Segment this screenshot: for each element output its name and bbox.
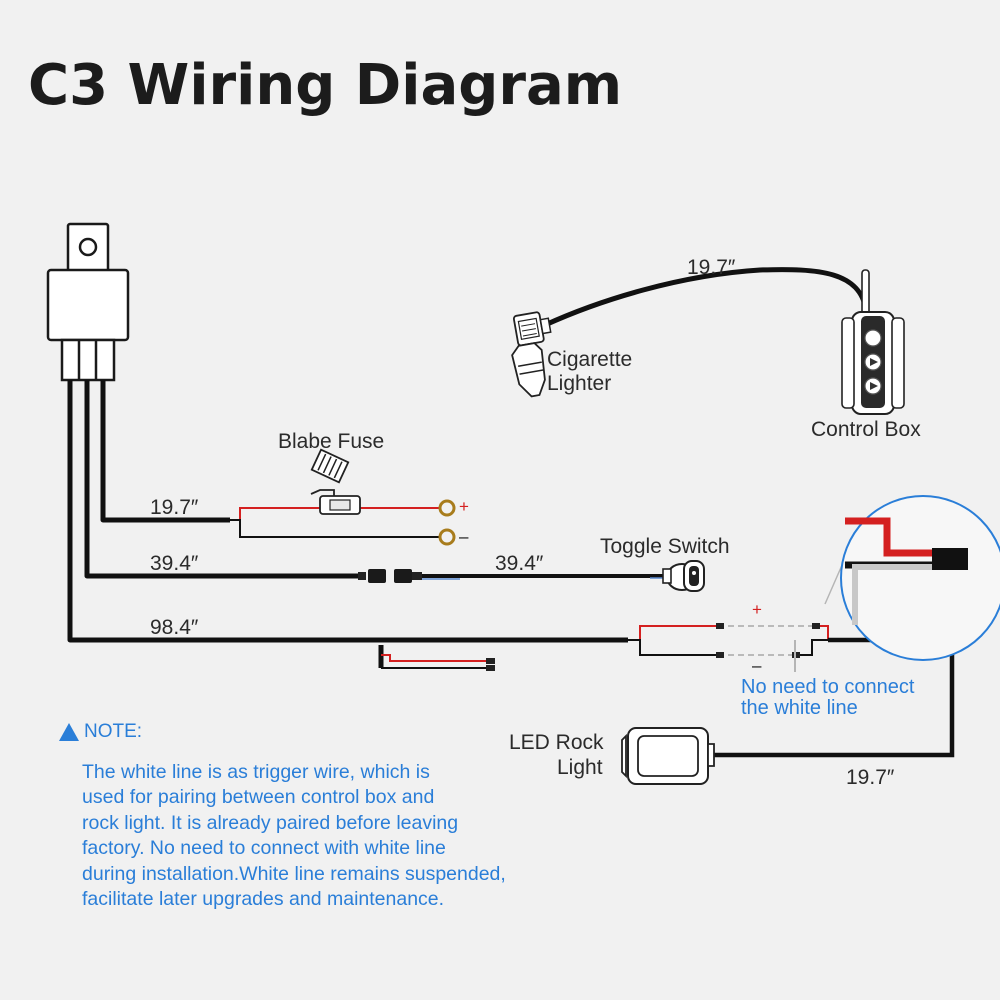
- cigarette-lighter-label-2: Lighter: [547, 372, 611, 395]
- rock-light-cable-length: 19.7″: [846, 766, 895, 789]
- control-box: [841, 269, 905, 415]
- note-line: factory. No need to connect with white l…: [82, 837, 446, 860]
- antenna: [861, 269, 870, 316]
- inline-connector-male: [368, 569, 386, 583]
- no-connect-note-2: the white line: [741, 697, 858, 719]
- main-plus-sign: +: [752, 600, 762, 619]
- note-heading-text: NOTE:: [84, 721, 143, 742]
- switch-wire-length-left: 39.4″: [150, 552, 199, 575]
- relay-mount-hole: [78, 237, 98, 257]
- switch-wire-length-right: 39.4″: [495, 552, 544, 575]
- fuse-branch: [230, 448, 456, 546]
- inline-connector-female: [394, 569, 412, 583]
- toggle-switch: [662, 560, 705, 592]
- lighter-cable-length: 19.7″: [687, 256, 736, 279]
- control-box-label: Control Box: [811, 418, 921, 441]
- cigarette-lighter: [511, 267, 869, 398]
- led-rock-light-label-1: LED Rock: [509, 731, 604, 754]
- note-line: used for pairing between control box and: [82, 786, 435, 809]
- zoom-callout: [824, 495, 1000, 661]
- blade-fuse: [310, 448, 361, 515]
- no-connect-note-1: No need to connect: [741, 676, 915, 698]
- power-button-icon: [864, 329, 882, 347]
- cigarette-lighter-label-1: Cigarette: [547, 348, 632, 371]
- note-line: facilitate later upgrades and maintenanc…: [82, 888, 445, 911]
- fuse-plus-sign: +: [459, 497, 469, 516]
- fuse-branch-wire: [100, 380, 230, 523]
- note-line: during installation.White line remains s…: [82, 862, 506, 885]
- relay: [46, 222, 130, 382]
- main-minus-sign: –: [752, 656, 762, 675]
- note-line: The white line is as trigger wire, which…: [82, 761, 430, 783]
- note-line: rock light. It is already paired before …: [82, 811, 459, 834]
- page-title: C3 Wiring Diagram: [28, 53, 623, 118]
- fuse-wire-length: 19.7″: [150, 496, 199, 519]
- led-rock-light-label-2: Light: [557, 756, 603, 779]
- blade-fuse-label: Blabe Fuse: [278, 430, 384, 453]
- main-wire-length: 98.4″: [150, 616, 199, 639]
- note-heading: NOTE:: [58, 721, 142, 743]
- relay-connector: [60, 338, 116, 382]
- note-body: The white line is as trigger wire, which…: [82, 760, 582, 912]
- positive-ring-terminal: [438, 499, 456, 517]
- switch-branch: [358, 560, 705, 592]
- negative-ring-terminal: [438, 528, 456, 546]
- relay-tab: [66, 222, 110, 276]
- led-rock-light: [621, 727, 715, 785]
- toggle-switch-label: Toggle Switch: [600, 535, 730, 558]
- relay-body: [46, 268, 130, 342]
- main-harness-wire: [67, 380, 628, 643]
- warning-triangle-icon: [59, 723, 79, 741]
- fuse-minus-sign: –: [459, 527, 469, 546]
- switch-branch-wire: [84, 380, 360, 579]
